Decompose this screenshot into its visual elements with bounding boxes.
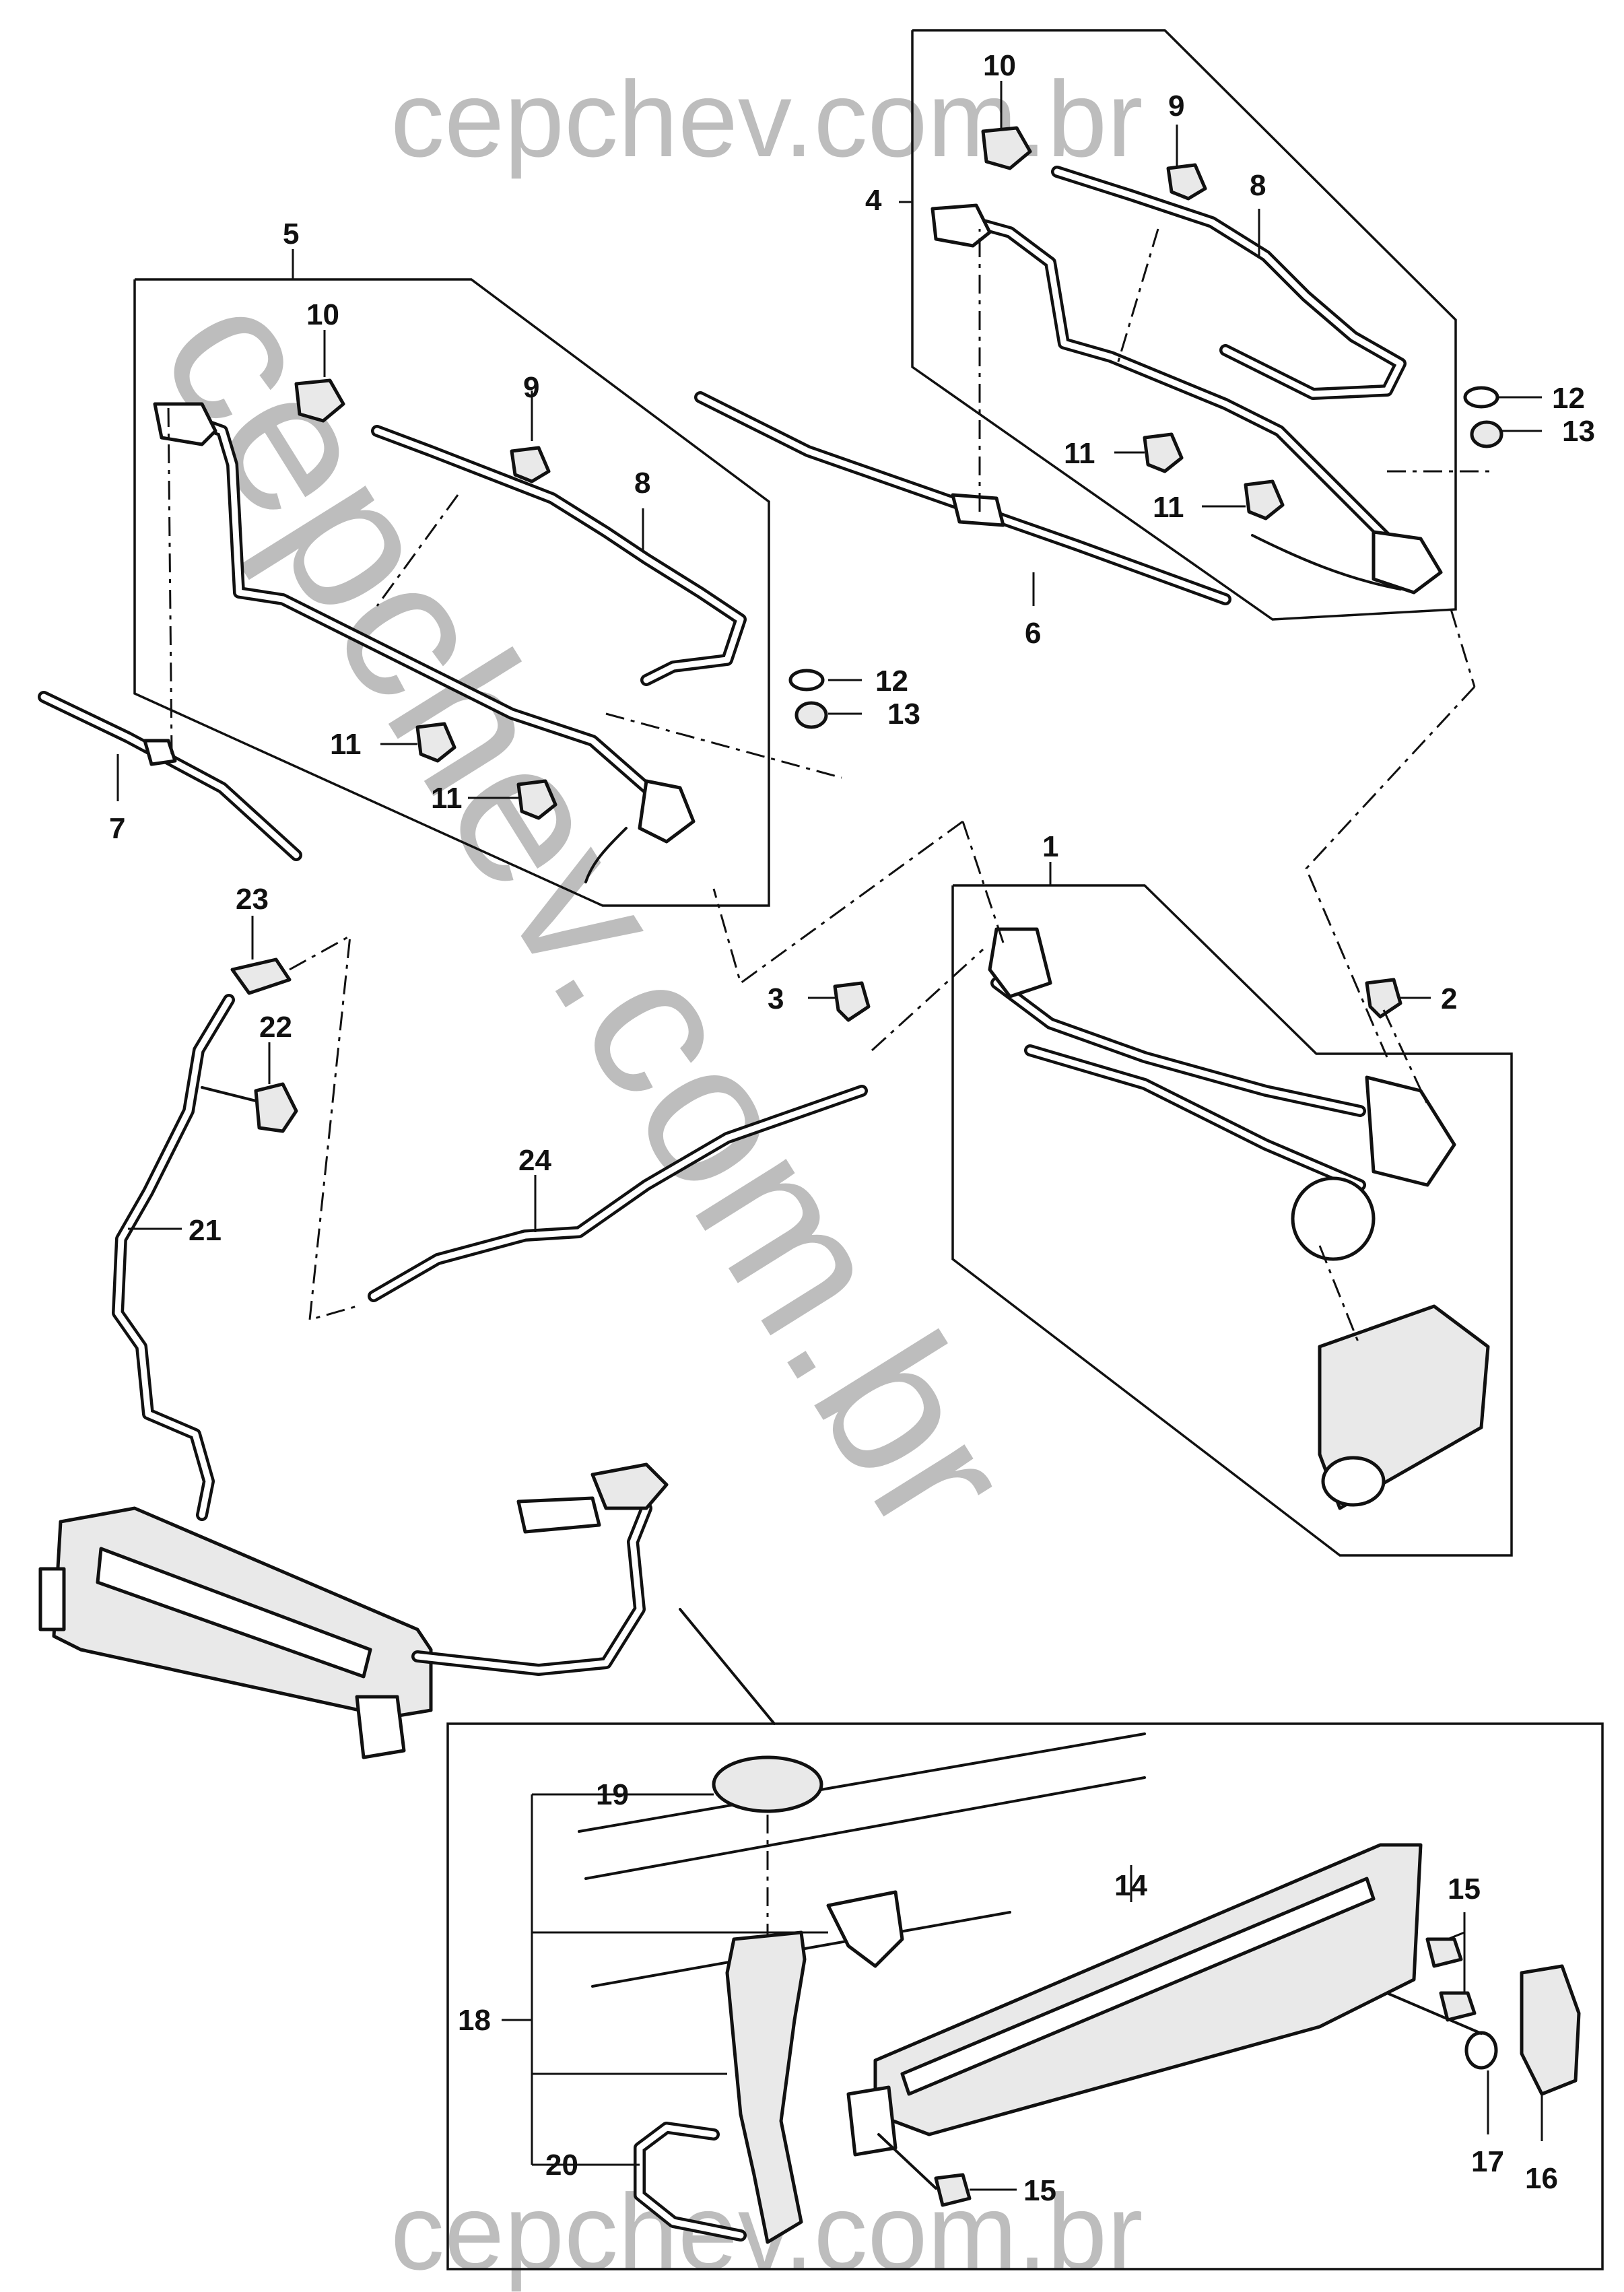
callout-11-right-a: 11 bbox=[1064, 437, 1095, 470]
callout-11-left-b: 11 bbox=[431, 782, 463, 815]
callout-11-right-b: 11 bbox=[1153, 491, 1184, 524]
wiper-arm-assembly-left bbox=[133, 278, 842, 907]
callout-22: 22 bbox=[259, 1011, 292, 1044]
connector-line-a bbox=[712, 820, 963, 985]
callout-15-bottom: 15 bbox=[1023, 2174, 1056, 2207]
callout-8-left: 8 bbox=[634, 467, 650, 500]
bolt-3 bbox=[833, 948, 984, 1052]
callout-19: 19 bbox=[596, 1778, 629, 1811]
callout-5: 5 bbox=[283, 217, 299, 250]
leader-lines bbox=[116, 81, 1543, 2191]
connector-line-b bbox=[961, 821, 1005, 943]
callout-1: 1 bbox=[1042, 830, 1058, 863]
callout-16: 16 bbox=[1525, 2162, 1558, 2195]
watermark-top: cepchev.com.br bbox=[391, 59, 1143, 179]
hose-24 bbox=[368, 1085, 868, 1302]
bolt-2 bbox=[1365, 978, 1429, 1105]
callout-17: 17 bbox=[1471, 2145, 1504, 2178]
washers-right bbox=[1463, 386, 1503, 448]
callout-20: 20 bbox=[545, 2149, 578, 2182]
callout-21: 21 bbox=[189, 1214, 222, 1247]
washers-left bbox=[788, 669, 828, 729]
callout-4: 4 bbox=[865, 184, 882, 217]
callout-23: 23 bbox=[236, 883, 269, 916]
clip-22 bbox=[201, 1082, 298, 1133]
callout-18: 18 bbox=[458, 2004, 491, 2037]
callout-13-right: 13 bbox=[1562, 415, 1595, 448]
wiper-linkage-assembly bbox=[951, 884, 1513, 1557]
reservoir-detail-box bbox=[446, 1722, 1604, 2270]
connector-line-d bbox=[1450, 609, 1476, 687]
washer-reservoir bbox=[38, 1462, 776, 1759]
callout-10-left: 10 bbox=[306, 298, 339, 331]
callout-12-left: 12 bbox=[875, 665, 908, 698]
wiper-blade-left bbox=[38, 403, 302, 861]
callout-9-left: 9 bbox=[523, 371, 539, 404]
wiper-blade-right bbox=[694, 229, 1231, 605]
callout-7: 7 bbox=[109, 812, 125, 845]
callout-9-right: 9 bbox=[1168, 90, 1184, 123]
callout-6: 6 bbox=[1025, 617, 1041, 650]
connector-23 bbox=[230, 934, 358, 1322]
callout-24: 24 bbox=[518, 1144, 551, 1177]
callout-15-top: 15 bbox=[1448, 1873, 1481, 1906]
callout-labels: 5 10 9 8 11 11 12 13 7 4 10 9 8 11 11 12… bbox=[109, 49, 1595, 2207]
callout-11-left-a: 11 bbox=[330, 728, 362, 761]
callout-10-right: 10 bbox=[983, 49, 1016, 82]
callout-13-left: 13 bbox=[887, 698, 920, 731]
callout-3: 3 bbox=[768, 982, 784, 1015]
washer-hose-21 bbox=[112, 994, 235, 1521]
wiper-arm-assembly-right bbox=[911, 29, 1495, 621]
connector-line-c bbox=[1305, 685, 1476, 1058]
callout-12-right: 12 bbox=[1552, 382, 1585, 415]
callout-2: 2 bbox=[1441, 982, 1457, 1015]
callout-8-right: 8 bbox=[1250, 169, 1266, 202]
callout-14: 14 bbox=[1114, 1869, 1147, 1902]
